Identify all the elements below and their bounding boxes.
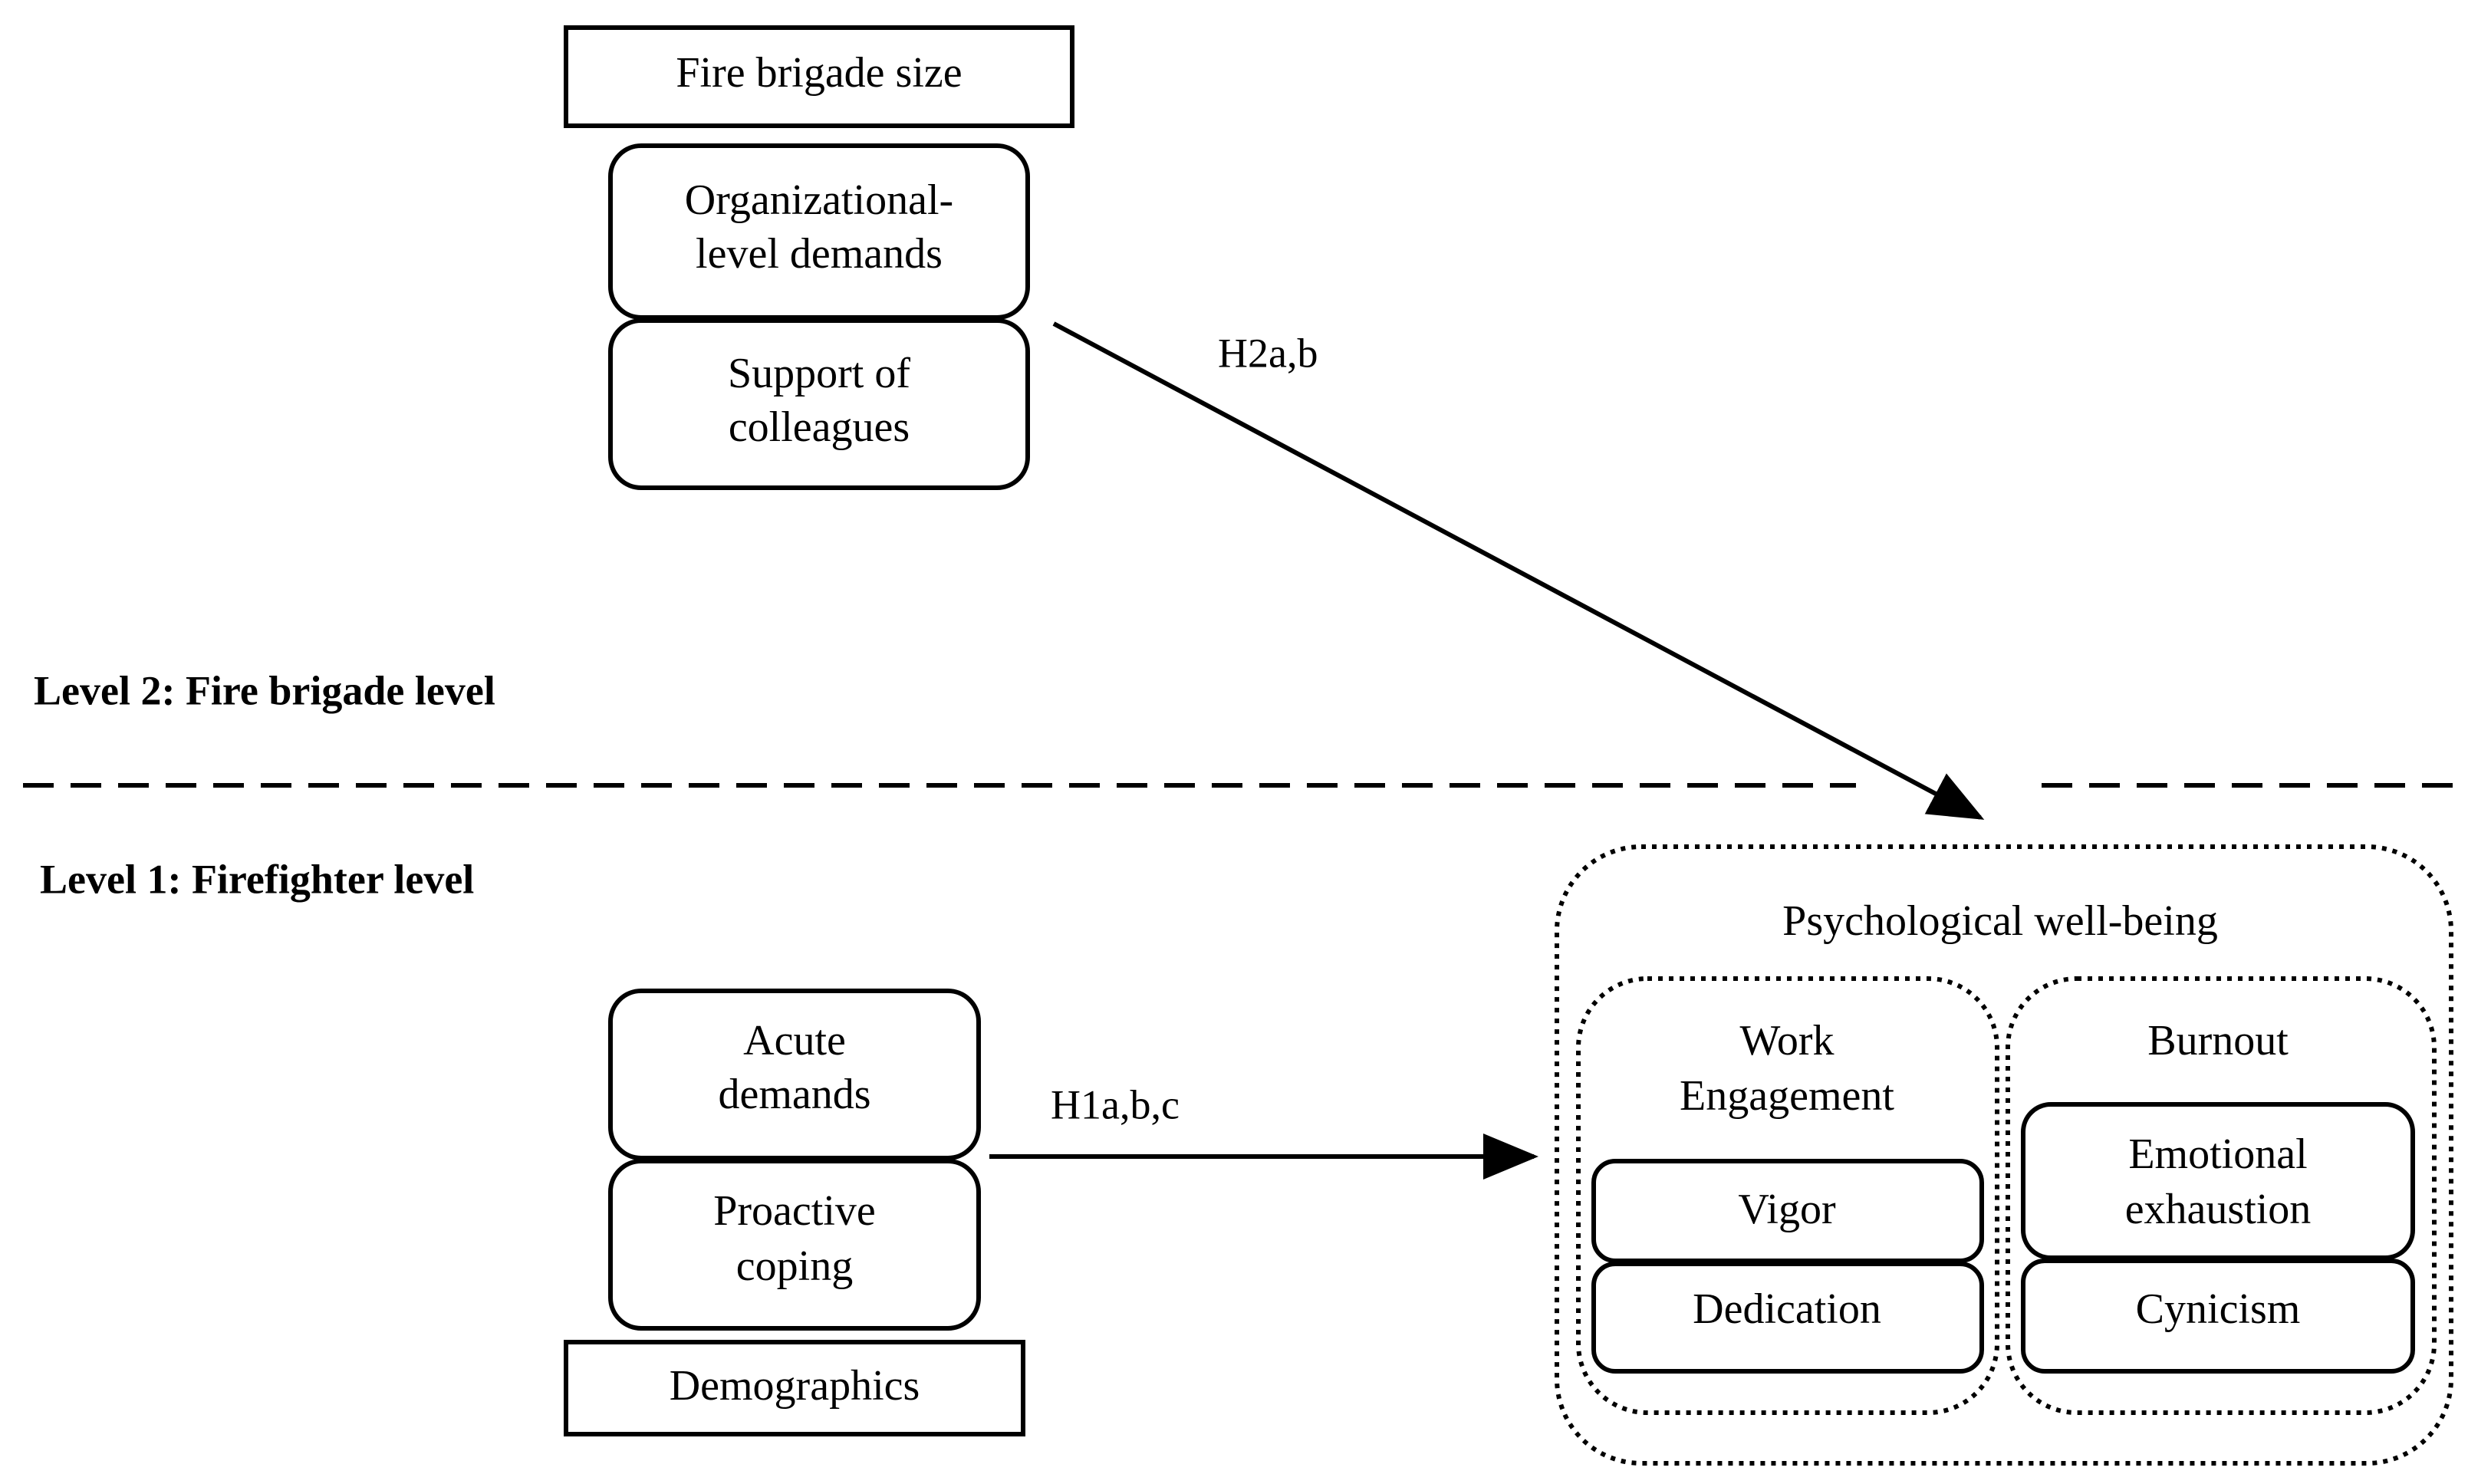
h1-label: H1a,b,c bbox=[1051, 1081, 1180, 1127]
work-engagement-label-line1: Work bbox=[1739, 1017, 1834, 1064]
cynicism-label: Cynicism bbox=[2136, 1285, 2301, 1333]
level-2-label: Level 2: Fire brigade level bbox=[34, 667, 495, 713]
support-of-colleagues-box: Support of colleagues bbox=[608, 318, 1030, 490]
h2-label: H2a,b bbox=[1218, 330, 1318, 376]
demographics-label: Demographics bbox=[670, 1362, 920, 1410]
proactive-label-line2: coping bbox=[736, 1242, 853, 1290]
fire-brigade-size-label: Fire brigade size bbox=[676, 49, 962, 97]
burnout-label: Burnout bbox=[2147, 1017, 2289, 1064]
emotional-label-line2: exhaustion bbox=[2125, 1186, 2312, 1233]
burnout-group: Burnout bbox=[2006, 976, 2437, 1415]
support-label-line1: Support of bbox=[728, 350, 910, 397]
emotional-exhaustion-box: Emotional exhaustion bbox=[2021, 1102, 2415, 1260]
emotional-label-line1: Emotional bbox=[2128, 1130, 2307, 1178]
dedication-label: Dedication bbox=[1693, 1285, 1881, 1333]
fire-brigade-size-box: Fire brigade size bbox=[564, 25, 1074, 128]
acute-demands-box: Acute demands bbox=[608, 989, 981, 1160]
vigor-box: Vigor bbox=[1591, 1159, 1984, 1263]
acute-label-line1: Acute bbox=[743, 1017, 846, 1064]
wellbeing-title: Psychological well-being bbox=[1782, 897, 2218, 945]
h2-arrow bbox=[1052, 321, 1985, 820]
dedication-box: Dedication bbox=[1591, 1262, 1984, 1374]
work-engagement-label-line2: Engagement bbox=[1680, 1072, 1894, 1120]
org-demands-label-line1: Organizational- bbox=[685, 176, 953, 224]
proactive-coping-box: Proactive coping bbox=[608, 1159, 981, 1331]
org-demands-label-line2: level demands bbox=[696, 230, 943, 278]
work-engagement-group: Work Engagement bbox=[1576, 976, 1999, 1415]
acute-label-line2: demands bbox=[718, 1071, 870, 1118]
cynicism-box: Cynicism bbox=[2021, 1259, 2415, 1374]
organizational-demands-box: Organizational- level demands bbox=[608, 143, 1030, 320]
vigor-label: Vigor bbox=[1738, 1186, 1836, 1233]
support-label-line2: colleagues bbox=[729, 403, 910, 451]
psychological-wellbeing-container: Psychological well-being bbox=[1555, 844, 2453, 1466]
demographics-box: Demographics bbox=[564, 1340, 1025, 1436]
level-1-label: Level 1: Firefighter level bbox=[40, 856, 474, 902]
proactive-label-line1: Proactive bbox=[713, 1187, 875, 1235]
